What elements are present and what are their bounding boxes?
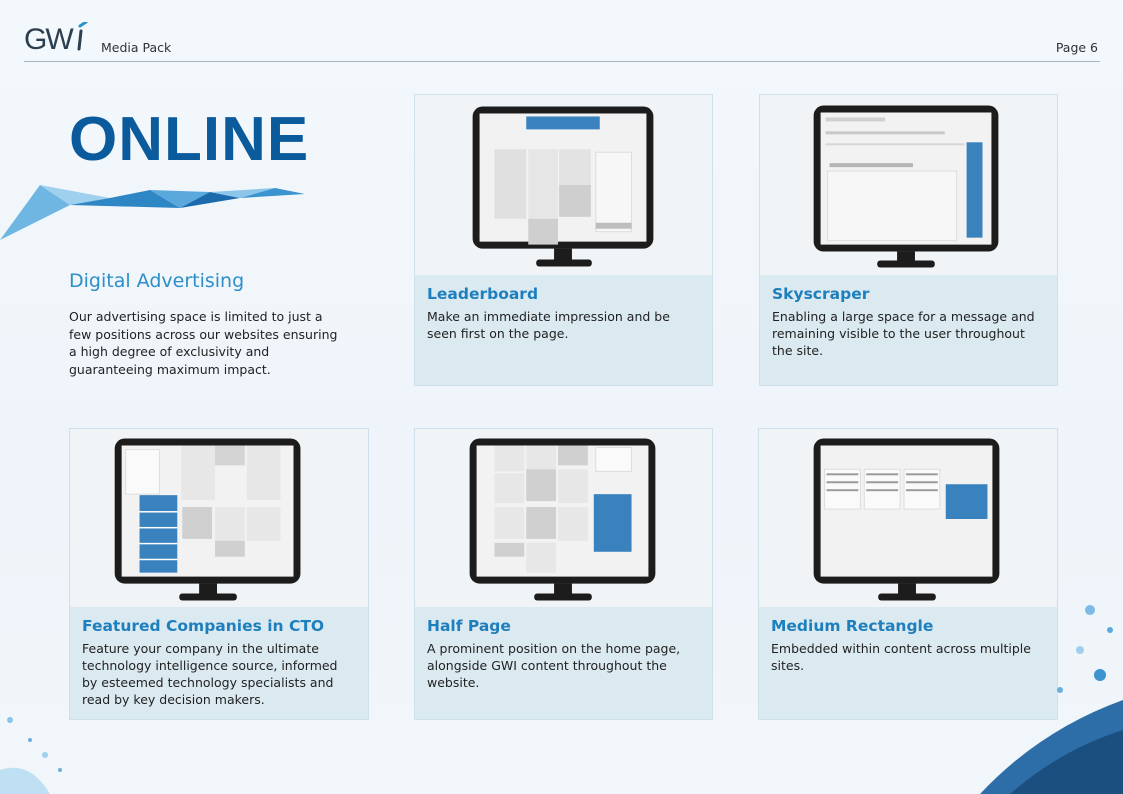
page-number: Page 6 xyxy=(1055,40,1098,55)
card-info: Medium Rectangle Embedded within content… xyxy=(759,607,1057,719)
ad-card-half-page: Half Page A prominent position on the ho… xyxy=(414,428,713,720)
medium-rectangle-monitor-illustration xyxy=(813,438,1000,601)
intro-body: Our advertising space is limited to just… xyxy=(69,309,338,377)
gwi-logo: GW xyxy=(24,22,88,56)
card-title: Half Page xyxy=(427,617,511,635)
card-info: Half Page A prominent position on the ho… xyxy=(415,607,712,719)
card-description: Embedded within content across multiple … xyxy=(771,641,1031,673)
card-title: Leaderboard xyxy=(427,285,539,303)
card-title: Medium Rectangle xyxy=(771,617,934,635)
ad-card-leaderboard: Leaderboard Make an immediate impression… xyxy=(414,94,713,386)
card-description: Feature your company in the ultimate tec… xyxy=(82,641,338,707)
card-info: Skyscraper Enabling a large space for a … xyxy=(760,275,1057,385)
ad-card-featured-companies: Featured Companies in CTO Feature your c… xyxy=(69,428,369,720)
featured-companies-monitor-illustration xyxy=(114,438,301,601)
card-title: Featured Companies in CTO xyxy=(82,617,325,635)
card-description: A prominent position on the home page, a… xyxy=(427,641,681,690)
leaderboard-monitor-illustration xyxy=(472,106,654,267)
water-splash-right-decoration xyxy=(980,605,1123,794)
crystal-decoration xyxy=(0,185,305,240)
card-title: Skyscraper xyxy=(772,285,870,303)
card-description: Make an immediate impression and be seen… xyxy=(427,309,670,341)
page-title: ONLINE xyxy=(69,105,310,174)
ad-card-skyscraper: Skyscraper Enabling a large space for a … xyxy=(759,94,1058,386)
skyscraper-monitor-illustration xyxy=(813,105,999,268)
card-info: Featured Companies in CTO Feature your c… xyxy=(70,607,368,719)
half-page-monitor-illustration xyxy=(469,438,656,601)
water-splash-left-decoration xyxy=(0,717,62,794)
card-description: Enabling a large space for a message and… xyxy=(772,309,1035,358)
card-info: Leaderboard Make an immediate impression… xyxy=(415,275,712,385)
svg-text:GW: GW xyxy=(24,23,74,56)
section-label: Media Pack xyxy=(101,40,172,55)
page-header: GW Media Pack Page 6 xyxy=(24,18,1100,62)
ad-card-medium-rectangle: Medium Rectangle Embedded within content… xyxy=(758,428,1058,720)
intro-heading: Digital Advertising xyxy=(69,270,245,292)
